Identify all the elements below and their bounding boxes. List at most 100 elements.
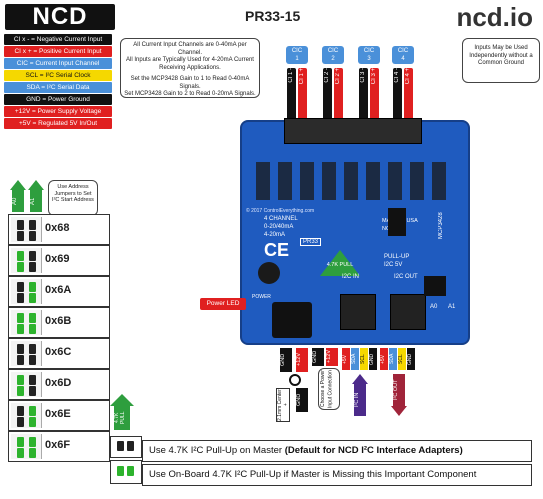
address-jumper xyxy=(11,248,42,273)
address-value: 0x6A xyxy=(45,284,72,296)
power-conn-12v-text: +12V xyxy=(296,353,302,367)
pullup-arrow xyxy=(110,394,134,406)
cic-label-3: CIC 3 xyxy=(358,46,380,64)
board-pullup-text: PULL-UP xyxy=(384,254,410,260)
i2c-out-label: I²C OUT xyxy=(393,374,405,406)
address-legend-a1: A1 xyxy=(30,190,42,212)
jumper-a1-pin xyxy=(29,324,36,334)
address-row: 0x6B xyxy=(8,307,110,338)
i2c-pin-label: +5V xyxy=(380,354,386,364)
jumper-a0-on xyxy=(17,375,24,385)
board-pullup-sub: I2C 5V xyxy=(384,262,403,268)
address-row: 0x68 xyxy=(8,214,110,245)
adc-chip xyxy=(388,208,406,236)
wire-ci2-neg: CI 2 - xyxy=(323,68,332,120)
cic-label-num: 2 xyxy=(331,56,335,62)
i2c-in-label: I²C IN xyxy=(354,384,366,416)
board-i2c-in: I2C IN xyxy=(342,274,360,280)
page-title: PR33-15 xyxy=(245,8,301,24)
i2c-pin-label: GND xyxy=(369,353,375,365)
wire-label: CI 4 - xyxy=(394,68,400,83)
i2c-out-connector xyxy=(390,294,426,330)
i2c-out-arrow xyxy=(391,406,407,416)
wire-ci4-neg: CI 4 - xyxy=(393,68,402,120)
board-chip-label: MCP3428 xyxy=(438,212,444,240)
legend-item-12v: +12V = Power Supply Voltage xyxy=(4,106,112,117)
pullup-option-master-text: Use 4.7K I²C Pull-Up on Master xyxy=(149,445,285,456)
wire-label: CI 1 + xyxy=(299,68,305,85)
note-line-2: All Inputs are Typically Used for 4-20mA… xyxy=(126,57,254,71)
wire-ci4-pos: CI 4 + xyxy=(404,68,413,120)
address-legend-a1-arrow xyxy=(28,180,44,190)
jumper-a0-pin xyxy=(17,262,24,272)
jumper-a1-pin xyxy=(29,386,36,396)
address-jumper xyxy=(11,434,42,459)
pullup-arrow-text: 4.7K PULL xyxy=(114,411,126,425)
note-line-4: Set MCP3428 Gain to 2 to Read 0-20mA Sig… xyxy=(124,91,256,97)
board-part: PR33 xyxy=(300,238,322,246)
ncd-logo: NCD xyxy=(5,4,115,30)
jumper-a0-off xyxy=(17,282,24,292)
wire-label: CI 3 - xyxy=(360,68,366,83)
power-jack-symbol xyxy=(289,374,301,386)
pullup-option-master: Use 4.7K I²C Pull-Up on Master (Default … xyxy=(142,440,532,462)
cic-label-text: CIC xyxy=(363,48,375,54)
i2c-pin-label: +5V xyxy=(342,354,348,364)
i2c-in-pin-sda: SDA xyxy=(351,348,359,370)
jumper-a1-pin xyxy=(29,262,36,272)
cic-label-num: 1 xyxy=(295,56,299,62)
address-value: 0x6C xyxy=(45,346,72,358)
wire-label: CI 3 + xyxy=(371,68,377,85)
jumper-a1-pin xyxy=(29,293,36,303)
power-conn-gnd3-text: GND xyxy=(312,350,318,364)
i2c-in-pin-gnd: GND xyxy=(369,348,377,370)
power-conn-gnd2: GND xyxy=(296,388,308,412)
jumper-a0-off xyxy=(17,406,24,416)
i2c-pin-label: SCL xyxy=(360,354,366,364)
wire-ci3-pos: CI 3 + xyxy=(370,68,379,120)
i2c-pin-label: GND xyxy=(407,353,413,365)
jumper-a1-on xyxy=(29,406,36,416)
current-note: All Current Input Channels are 0-40mA pe… xyxy=(120,38,260,98)
legend-item-pos-input: CI x + = Positive Current Input xyxy=(4,46,112,57)
address-legend-a0: A0 xyxy=(12,190,24,212)
power-conn-gnd3: GND xyxy=(312,348,324,366)
board-power-label: POWER xyxy=(252,294,271,300)
jumper-a0-on xyxy=(17,313,24,323)
wire-ci1-neg: CI 1 - xyxy=(287,68,296,120)
wire-label: CI 2 - xyxy=(324,68,330,83)
i2c-out-label-text: I²C OUT xyxy=(393,379,399,401)
jumper-a1-pin xyxy=(29,355,36,365)
cic-label-text: CIC xyxy=(327,48,339,54)
i2c-pin-label: SCL xyxy=(398,354,404,364)
i2c-out-pin-gnd: GND xyxy=(407,348,415,370)
cic-label-2: CIC 2 xyxy=(322,46,344,64)
pull-badge xyxy=(320,250,360,276)
address-value: 0x6B xyxy=(45,315,72,327)
legend-item-gnd: GND = Power Ground xyxy=(4,94,112,105)
jumper-a1-on xyxy=(29,437,36,447)
address-a1-label: A1 xyxy=(30,197,36,205)
address-jumper xyxy=(11,341,42,366)
address-note: Use Address Jumpers to Set I²C Start Add… xyxy=(48,180,98,216)
i2c-in-arrow xyxy=(352,374,368,384)
jumper-a1-pin xyxy=(29,448,36,458)
cic-label-num: 3 xyxy=(367,56,371,62)
address-value: 0x6D xyxy=(45,377,72,389)
ground-note: Inputs May be Used Independently without… xyxy=(462,38,540,83)
i2c-in-label-text: I²C IN xyxy=(354,392,360,408)
chip-row xyxy=(256,162,456,202)
legend: CI x - = Negative Current Input CI x + =… xyxy=(4,34,112,130)
ground-note-text: Inputs May be Used Independently without… xyxy=(469,45,533,66)
cic-label-text: CIC xyxy=(397,48,409,54)
jumper-a0-on xyxy=(17,437,24,447)
jumper-a1-off xyxy=(29,220,36,230)
i2c-in-pin-scl: SCL xyxy=(360,348,368,370)
wire-ci2-pos: CI 2 + xyxy=(334,68,343,120)
jumper-a1-on xyxy=(29,313,36,323)
address-jumper-header xyxy=(424,276,446,296)
address-jumper xyxy=(11,217,42,242)
board-channel-text: 4 CHANNEL xyxy=(264,216,298,222)
